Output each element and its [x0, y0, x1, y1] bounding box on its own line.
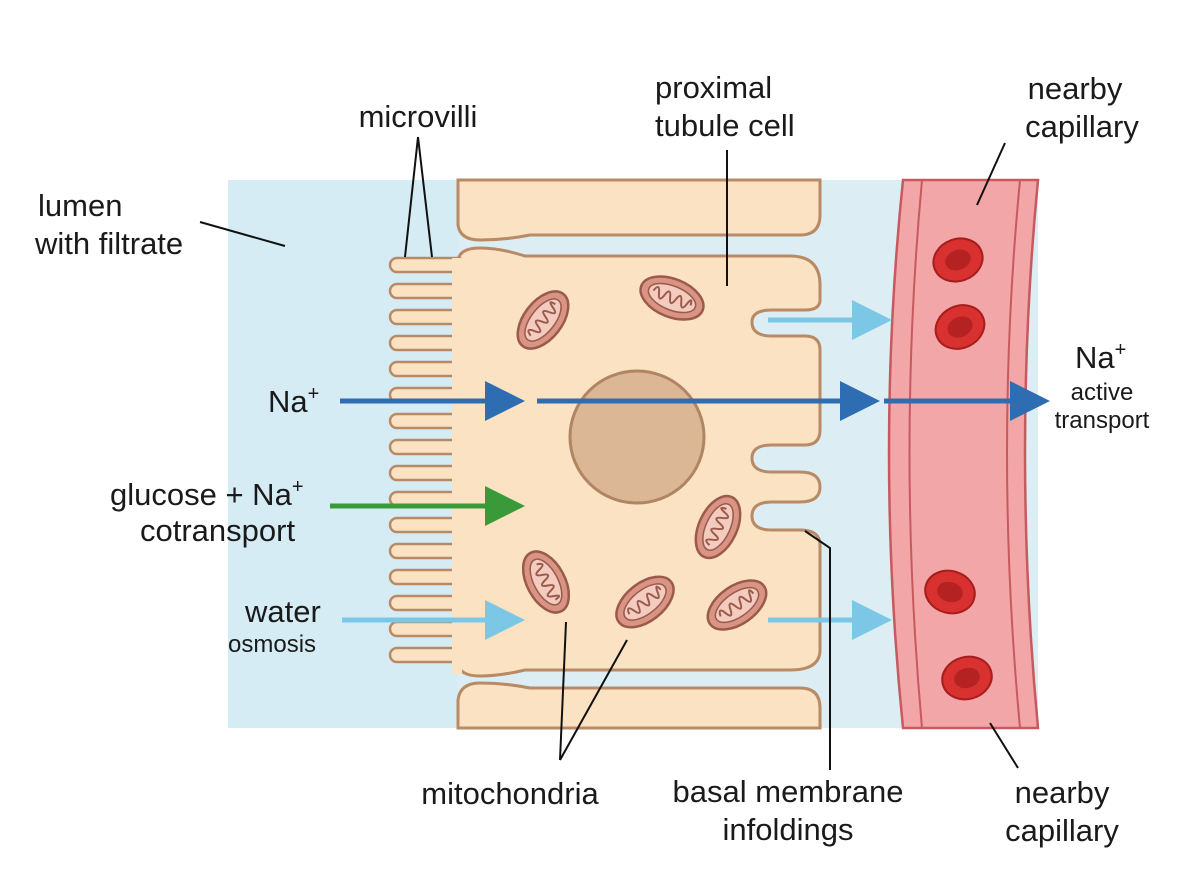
- mitochondria-leader: [559, 621, 567, 761]
- glucose-label: glucose + Na+: [110, 476, 304, 512]
- basal-membrane-label: basal membrane: [673, 774, 904, 809]
- basal-leader: [804, 530, 831, 770]
- cell-label: proximal: [655, 70, 772, 105]
- apical-membrane-base: [452, 258, 462, 674]
- microvillus: [388, 464, 462, 482]
- cell-label: tubule cell: [655, 108, 795, 143]
- lumen-label: lumen: [38, 188, 122, 223]
- na-active-label: Na+: [1075, 339, 1126, 375]
- capillary-bottom-label: capillary: [1005, 813, 1119, 848]
- microvilli-leader: [404, 136, 419, 258]
- nucleus: [568, 369, 706, 505]
- microvillus: [388, 646, 462, 664]
- osmosis-label: osmosis: [228, 631, 316, 658]
- microvillus: [388, 282, 462, 300]
- microvillus: [388, 334, 462, 352]
- capillary-endothelium: [908, 179, 923, 729]
- microvillus: [388, 620, 462, 638]
- microvillus: [388, 516, 462, 534]
- mitochondria-leader: [559, 639, 628, 761]
- mitochondria-label: mitochondria: [421, 776, 599, 811]
- microvillus: [388, 412, 462, 430]
- capillary-top-label: capillary: [1025, 109, 1139, 144]
- capillary-top-leader: [976, 142, 1006, 206]
- microvillus: [388, 308, 462, 326]
- microvilli-brush-border: [388, 256, 462, 674]
- glucose-label: cotransport: [140, 513, 295, 548]
- lumen-leader: [199, 221, 286, 247]
- basal-membrane-label: infoldings: [723, 812, 854, 847]
- capillary-bottom-label: nearby: [1015, 775, 1110, 810]
- capillary-bottom-leader: [989, 722, 1019, 769]
- microvillus: [388, 256, 462, 274]
- capillary-endothelium: [1006, 179, 1021, 729]
- neighbor-cell-bottom: [456, 681, 822, 730]
- microvillus: [388, 594, 462, 612]
- transport-label: transport: [1055, 407, 1150, 434]
- lumen-label: with filtrate: [34, 226, 183, 261]
- microvillus: [388, 542, 462, 560]
- microvilli-label: microvilli: [359, 99, 478, 134]
- active-label: active: [1071, 379, 1134, 406]
- water-label: water: [244, 594, 321, 629]
- microvillus: [388, 438, 462, 456]
- neighbor-cell-top: [456, 178, 822, 242]
- microvillus: [388, 360, 462, 378]
- na-label: Na+: [268, 383, 319, 419]
- microvilli-leader: [417, 136, 433, 258]
- capillary-top-label: nearby: [1028, 71, 1123, 106]
- microvillus: [388, 568, 462, 586]
